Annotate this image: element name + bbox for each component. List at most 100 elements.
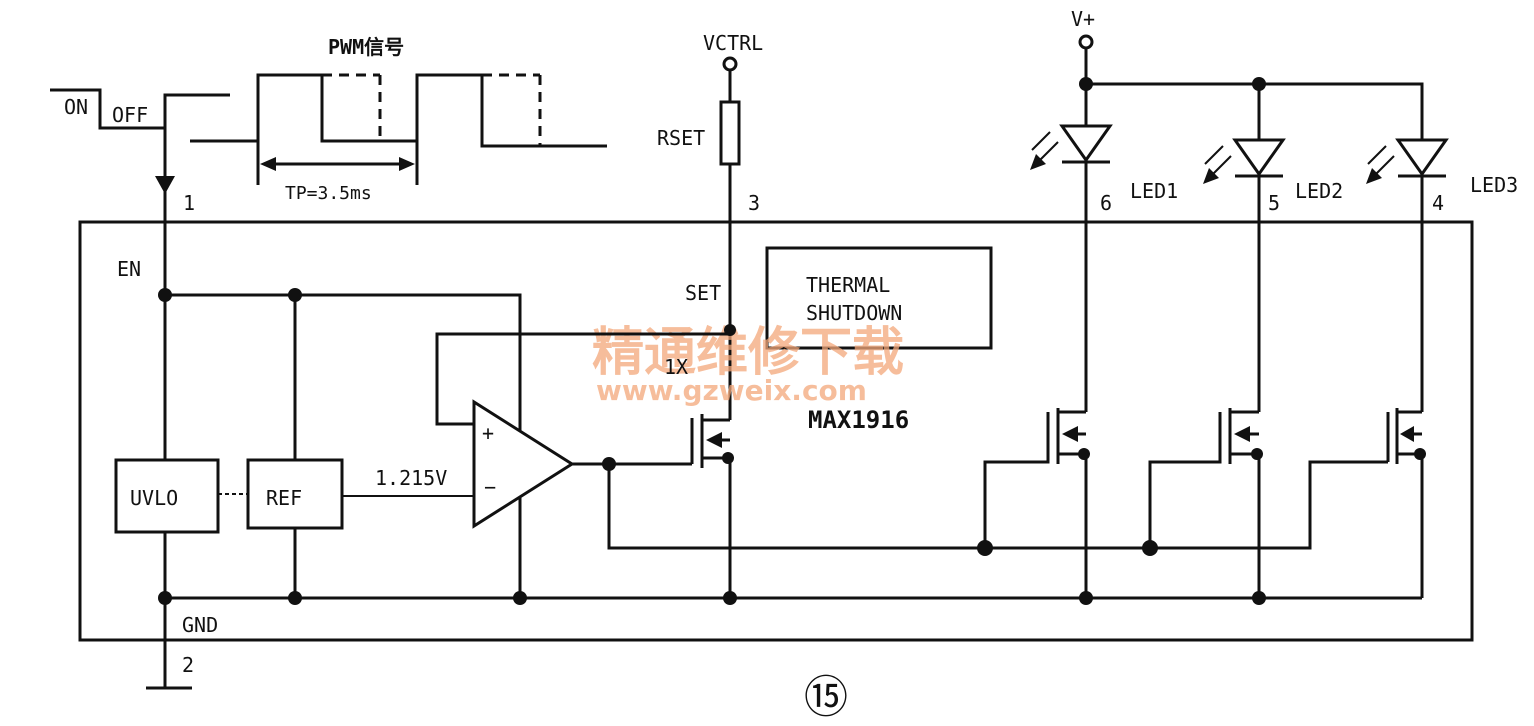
led3-light-arrow: [1366, 168, 1382, 184]
vplus-label: V+: [1071, 7, 1095, 31]
watermark-url: www.gzweix.com: [596, 374, 867, 407]
junction-set-source: [722, 452, 734, 464]
junction-gnd-1: [158, 591, 172, 605]
junction-led3-source: [1414, 448, 1426, 460]
en-input-section: ON OFF 1 EN: [50, 88, 230, 281]
led1-gate-wire: [983, 412, 1050, 548]
uvlo-label: UVLO: [130, 486, 178, 510]
ground-bus: GND 2: [146, 591, 1422, 690]
tp-arrow-left: [260, 157, 276, 171]
led2-mosfet: [1142, 408, 1263, 598]
gain-label: 1X: [664, 355, 688, 379]
ic-outline: [78, 220, 1474, 642]
rset-label: RSET: [657, 126, 705, 150]
watermark: 精通维修下载 www.gzweix.com: [592, 323, 904, 407]
thermal-shutdown-box: [765, 246, 993, 350]
thermal-shutdown-block: THERMAL SHUTDOWN: [765, 246, 993, 350]
led1-mosfet-arrow: [1062, 426, 1078, 442]
junction-gnd-5: [1079, 591, 1093, 605]
led1-light-ray-1: [1039, 141, 1059, 161]
en-rail: [158, 222, 522, 598]
off-label: OFF: [112, 103, 148, 127]
led3-label: LED3: [1470, 173, 1518, 197]
en-horizontal-wire: [165, 293, 522, 598]
led2-mosfet-arrow: [1234, 426, 1250, 442]
pin5-label: 5: [1268, 191, 1280, 215]
shutdown-label: SHUTDOWN: [806, 301, 902, 325]
led2-label: LED2: [1295, 179, 1343, 203]
vref-label: 1.215V: [375, 466, 447, 490]
junction-led1-gate: [977, 540, 993, 556]
led1: 6 LED1: [1030, 124, 1178, 412]
led1-light-arrow: [1030, 154, 1046, 170]
led3-mosfet-arrow: [1400, 426, 1414, 442]
en-label: EN: [117, 257, 141, 281]
pwm-waveform: [190, 73, 607, 148]
vctrl-terminal: [722, 56, 738, 72]
led2-light-ray-1: [1212, 155, 1232, 175]
junction-en-2: [288, 288, 302, 302]
figure-number: ⑮: [804, 672, 848, 723]
junction-gnd-3: [513, 591, 527, 605]
uvlo-block: UVLO: [114, 458, 220, 688]
tp-label: TP=3.5ms: [285, 183, 372, 204]
rset-resistor: [719, 100, 741, 166]
on-off-waveform: [50, 88, 230, 130]
pin3-label: 3: [748, 191, 760, 215]
pin1-label: 1: [183, 191, 195, 215]
junction-gnd-6: [1252, 591, 1266, 605]
vplus-section: V+: [1071, 7, 1424, 140]
junction-gnd-2: [288, 591, 302, 605]
pwm-signal: PWM信号 TP=3.5ms: [190, 35, 607, 204]
led3-light-ray-1: [1375, 155, 1395, 175]
junction-vplus-2: [1252, 77, 1266, 91]
set-mosfet-arrow: [706, 432, 722, 448]
led3-mosfet: [1386, 408, 1426, 598]
led2: 5 LED2: [1203, 138, 1343, 412]
rset-section: VCTRL RSET 3 SET: [657, 31, 763, 420]
gnd-label: GND: [182, 613, 218, 637]
junction-gnd-4: [723, 591, 737, 605]
junction-led2-source: [1251, 448, 1263, 460]
tp-arrow-right: [399, 157, 415, 171]
set-mosfet: [690, 414, 734, 598]
led2-diode-icon: [1232, 138, 1286, 177]
op-amp: + − 1X MAX1916: [435, 324, 1388, 550]
en-input-arrow: [155, 176, 175, 194]
on-label: ON: [64, 95, 88, 119]
uvlo-box: [114, 458, 220, 534]
led2-light-ray-2: [1204, 145, 1224, 165]
op-amp-symbol: [472, 399, 575, 529]
pin6-label: 6: [1100, 191, 1112, 215]
vctrl-label: VCTRL: [703, 31, 763, 55]
junction-vplus-1: [1079, 77, 1093, 91]
led3-diode-icon: [1395, 138, 1449, 177]
led2-light-arrow: [1203, 168, 1219, 184]
ref-label: REF: [266, 486, 302, 510]
vplus-terminal: [1078, 34, 1094, 50]
junction-led2-gate: [1142, 540, 1158, 556]
led1-mosfet: [977, 408, 1090, 598]
led3: 4 LED3: [1366, 138, 1518, 412]
ref-block: REF 1.215V: [246, 458, 474, 598]
gate-bus-wire: [607, 460, 1388, 550]
led1-light-ray-2: [1031, 131, 1051, 151]
chip-label: MAX1916: [808, 406, 909, 434]
led1-label: LED1: [1130, 179, 1178, 203]
junction-set: [724, 324, 736, 336]
pin4-label: 4: [1432, 191, 1444, 215]
thermal-label: THERMAL: [806, 273, 890, 297]
vplus-bus: [1086, 82, 1424, 140]
pin2-label: 2: [182, 653, 194, 677]
op-amp-plus: +: [482, 421, 494, 445]
junction-en-1: [158, 288, 172, 302]
led3-light-ray-2: [1367, 145, 1387, 165]
led2-gate-wire: [1148, 412, 1222, 548]
junction-led1-source: [1078, 448, 1090, 460]
feedback-wire: [435, 332, 730, 426]
pwm-label: PWM信号: [328, 35, 404, 59]
op-amp-minus: −: [484, 475, 496, 499]
set-label: SET: [685, 281, 721, 305]
led1-diode-icon: [1059, 124, 1113, 163]
